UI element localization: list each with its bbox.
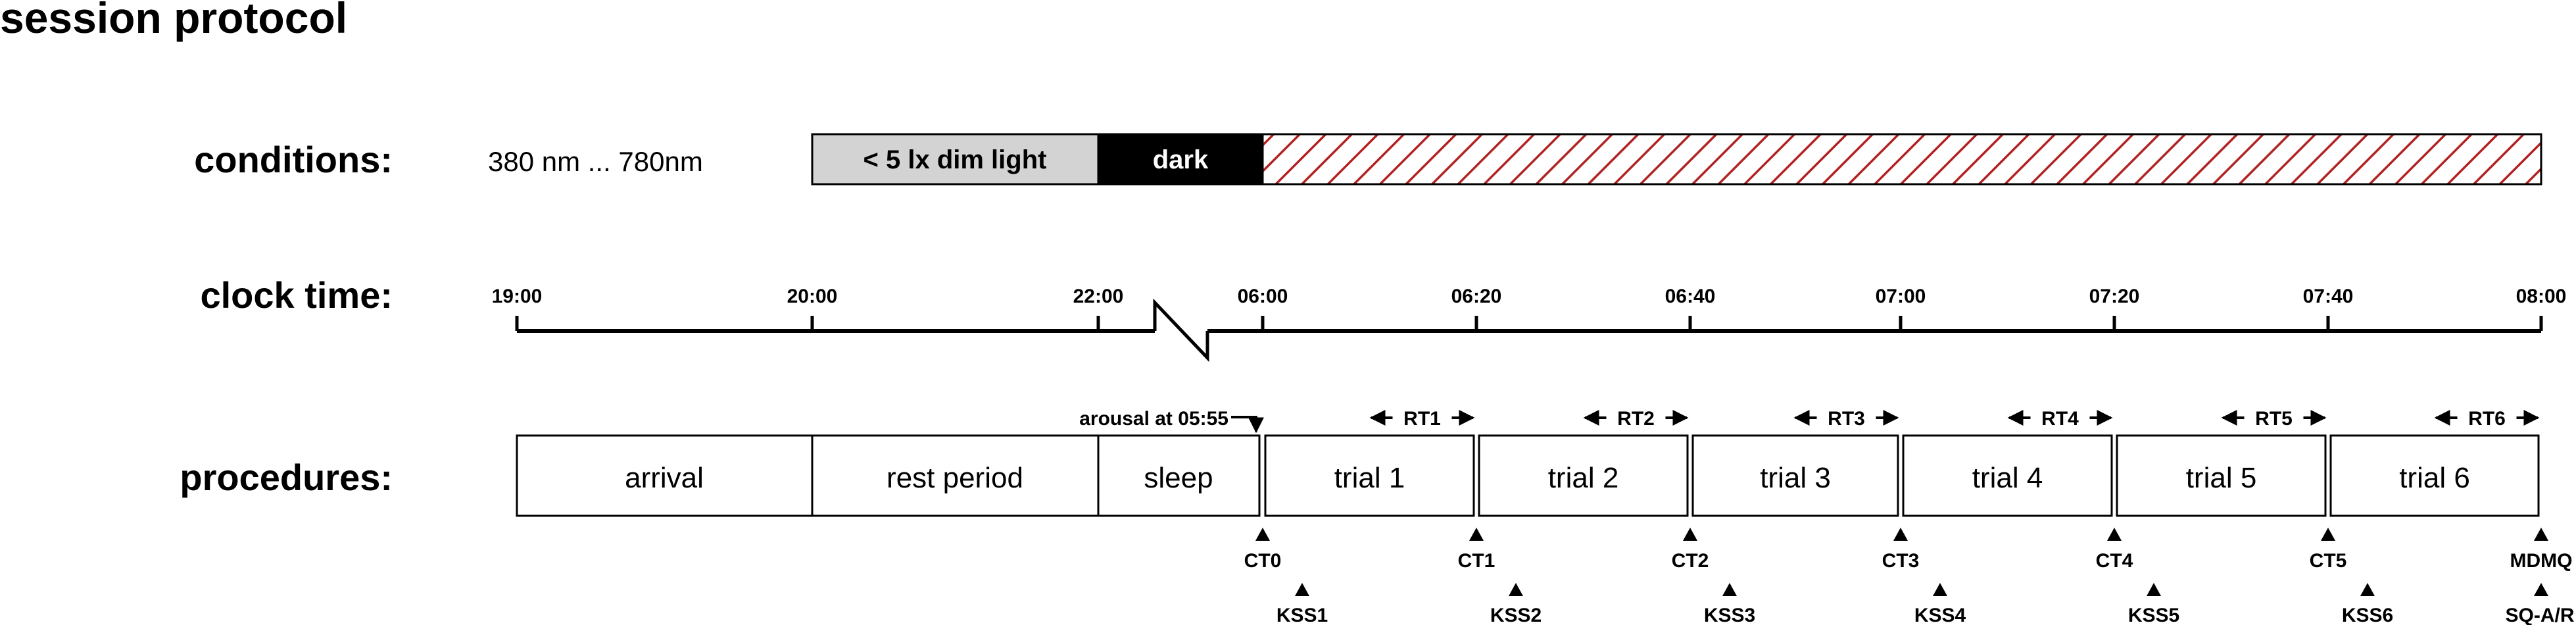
procedures-row: arrival rest period sleep trial 1 trial 2…	[516, 408, 2540, 517]
conditions-label: conditions:	[194, 139, 393, 180]
ct-markers: CT0 CT1 CT2 CT3 CT4 CT5 MDMQ	[1244, 528, 2573, 572]
kss-marker-label: KSS4	[1914, 605, 1966, 625]
ct-triangle-icon	[2321, 528, 2335, 541]
ct-triangle-icon	[1683, 528, 1697, 541]
trial-label: trial 6	[2399, 462, 2470, 494]
kss-triangle-icon	[1933, 583, 1947, 596]
rt-intervals: RT1 RT2 RT3 RT4 RT5 RT6	[1369, 408, 2540, 430]
ct-triangle-icon	[1255, 528, 1270, 541]
sleep-box	[1097, 434, 1261, 517]
trial-box	[1478, 434, 1689, 517]
dark-label: dark	[1153, 145, 1209, 174]
trial-label: trial 4	[1972, 462, 2043, 494]
light-exposure-hatched-segment	[1261, 133, 2542, 186]
ct-marker-label: CT0	[1244, 550, 1282, 572]
sleep-label: sleep	[1144, 462, 1213, 494]
rt-label: RT3	[1828, 408, 1865, 430]
trial-box	[2329, 434, 2540, 517]
ct-marker-label: CT5	[2310, 550, 2347, 572]
clock-tick-label: 07:20	[2089, 286, 2140, 307]
kss-marker-label: KSS2	[1490, 605, 1542, 625]
trial-label: trial 5	[2186, 462, 2257, 494]
arousal-label: arousal at 05:55	[1079, 408, 1228, 430]
axis-break-icon	[1153, 298, 1209, 362]
rt-label: RT4	[2041, 408, 2079, 430]
trial-label: trial 3	[1760, 462, 1831, 494]
kss-triangle-icon	[1509, 583, 1523, 596]
kss-marker-label: KSS1	[1276, 605, 1328, 625]
diagram-title: session protocol	[0, 0, 347, 42]
clock-tick-label: 06:00	[1238, 286, 1288, 307]
ct-triangle-icon	[2534, 528, 2548, 541]
clock-tick-label: 22:00	[1073, 286, 1124, 307]
kss-triangle-icon	[2360, 583, 2375, 596]
arrival-box	[516, 434, 814, 517]
clock-tick-label: 07:40	[2303, 286, 2354, 307]
clock-tick-label: 06:20	[1451, 286, 1502, 307]
kss-marker-label: KSS5	[2128, 605, 2179, 625]
rt-label: RT1	[1403, 408, 1441, 430]
conditions-row: 380 nm ... 780nm < 5 lx dim light dark	[488, 133, 2542, 186]
ct-triangle-icon	[1469, 528, 1484, 541]
spectrum-range-text: 380 nm ... 780nm	[488, 146, 703, 177]
ct-triangle-icon	[2107, 528, 2122, 541]
kss-triangle-icon	[2534, 583, 2548, 596]
kss-triangle-icon	[1295, 583, 1309, 596]
arousal-arrow-icon	[1231, 416, 1264, 434]
trial-label: trial 2	[1548, 462, 1619, 494]
ct-marker-label: CT2	[1672, 550, 1709, 572]
kss-marker-label: SQ-A/R	[2506, 605, 2575, 625]
trial-label: trial 1	[1334, 462, 1405, 494]
rest-period-box	[811, 434, 1100, 517]
procedures-label: procedures:	[180, 457, 393, 498]
kss-marker-label: KSS3	[1704, 605, 1755, 625]
rt-label: RT6	[2468, 408, 2506, 430]
kss-markers: KSS1 KSS2 KSS3 KSS4 KSS5 KSS6 SQ-A/R	[1276, 583, 2575, 625]
rt-label: RT2	[1617, 408, 1655, 430]
dark-segment	[1097, 133, 1264, 186]
arrival-label: arrival	[625, 462, 704, 494]
rest-period-label: rest period	[887, 462, 1023, 494]
trial-boxes: trial 1 trial 2 trial 3 trial 4 trial 5 trial…	[1264, 434, 2540, 517]
ct-triangle-icon	[1893, 528, 1908, 541]
trial-box	[1691, 434, 1899, 517]
ct-marker-label: MDMQ	[2510, 550, 2573, 572]
clock-tick-label: 06:40	[1665, 286, 1716, 307]
clock-tick-label: 08:00	[2516, 286, 2567, 307]
trial-box	[1902, 434, 2113, 517]
trial-box	[2116, 434, 2327, 517]
kss-triangle-icon	[2147, 583, 2161, 596]
trial-box	[1264, 434, 1475, 517]
clock-tick-label: 07:00	[1876, 286, 1926, 307]
clock-time-axis: 19:00 20:00 22:00 06:00 06:20 06:40 07:00 07:20…	[492, 286, 2567, 362]
clock-tick-label: 19:00	[492, 286, 543, 307]
kss-marker-label: KSS6	[2342, 605, 2393, 625]
ct-marker-label: CT3	[1882, 550, 1920, 572]
ct-marker-label: CT1	[1458, 550, 1495, 572]
kss-triangle-icon	[1722, 583, 1737, 596]
rt-label: RT5	[2255, 408, 2293, 430]
clock-time-label: clock time:	[200, 274, 393, 316]
ct-marker-label: CT4	[2096, 550, 2133, 572]
clock-tick-label: 20:00	[787, 286, 838, 307]
clock-ticks: 19:00 20:00 22:00 06:00 06:20 06:40 07:00 07:20…	[492, 286, 2567, 331]
dim-light-label: < 5 lx dim light	[863, 145, 1047, 174]
dim-light-segment	[811, 133, 1100, 186]
